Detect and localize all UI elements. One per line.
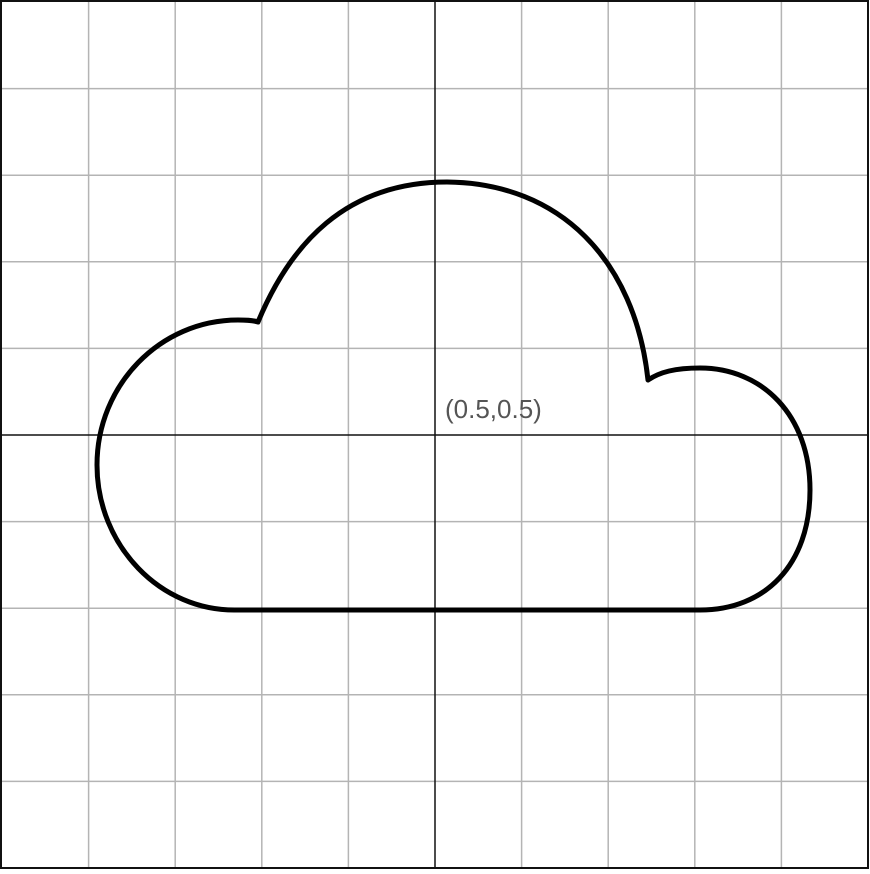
cloud-shape [94,179,813,613]
center-point-label: (0.5,0.5) [445,394,542,424]
